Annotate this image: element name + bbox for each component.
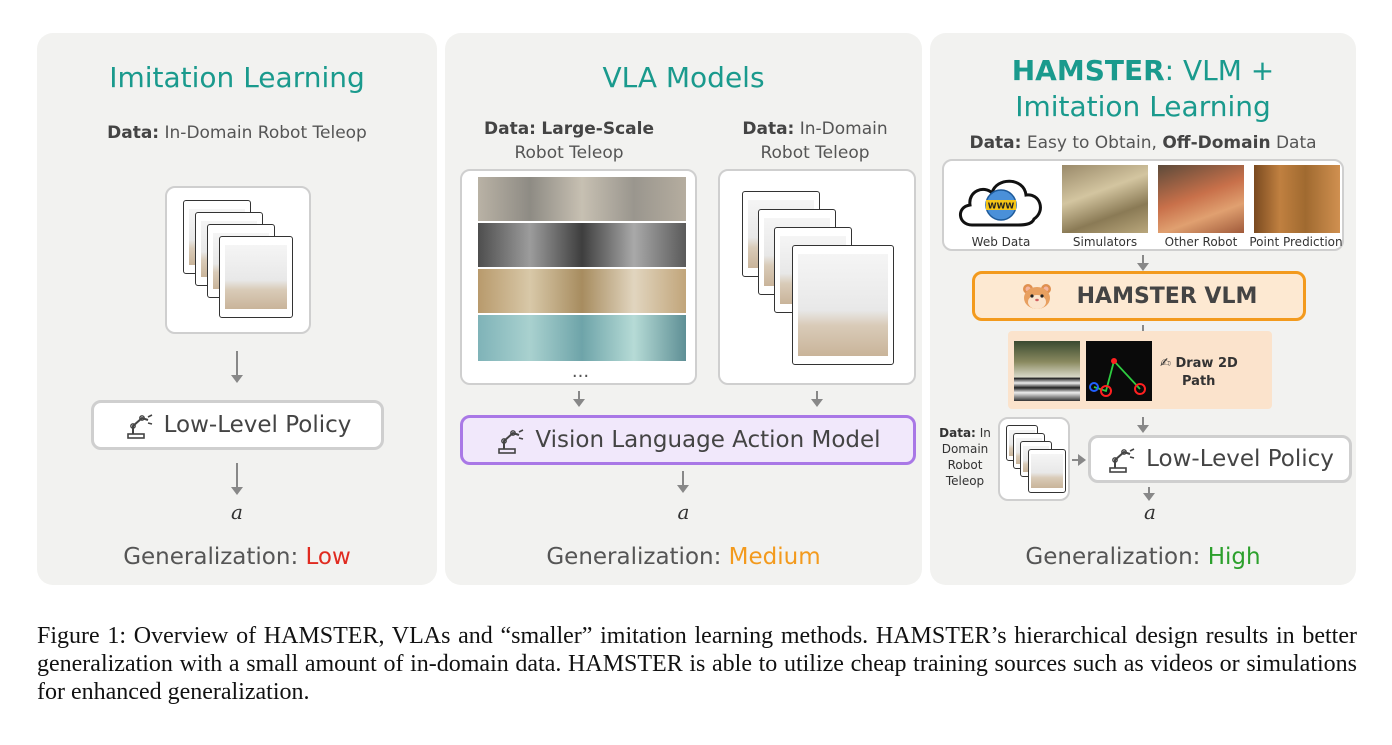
path-prediction-image	[1086, 341, 1152, 401]
action-variable: a	[231, 500, 243, 524]
source-label: Point Prediction	[1249, 235, 1343, 249]
cloud-www-icon: WWW	[959, 179, 1042, 227]
flow-arrow	[1137, 255, 1149, 271]
hamster-panel: HAMSTER: VLM + Imitation Learning Data: …	[930, 33, 1356, 585]
point-prediction-image	[1254, 165, 1340, 233]
data-description: Data: In-Domain Robot Teleop	[107, 123, 367, 143]
data-sources-card: WWW Web Data Simulators Other Robot Poin…	[942, 159, 1344, 251]
other-robot-image	[1158, 165, 1244, 233]
simulators-image	[1062, 165, 1148, 233]
flow-arrow	[231, 351, 243, 383]
flow-arrow	[1143, 487, 1155, 501]
in-domain-teleop-card	[998, 417, 1070, 501]
robot-arm-icon	[126, 414, 152, 439]
flow-arrow	[811, 391, 823, 407]
source-label: Web Data	[971, 235, 1031, 249]
draw-2d-path-label: ✍ Draw 2D Path	[1160, 356, 1238, 389]
generalization-rating: Generalization: Low	[123, 544, 351, 570]
web-data-image: WWW	[952, 167, 1050, 231]
panel-title: Imitation Learning	[109, 61, 365, 94]
writing-hand-icon: ✍	[1160, 356, 1171, 371]
flow-arrow	[573, 391, 585, 407]
in-domain-data-description: Data: In-Domain Robot Teleop	[742, 119, 888, 163]
action-variable: a	[1144, 500, 1156, 524]
hamster-vlm-box: HAMSTER VLM	[972, 271, 1306, 321]
flow-arrow	[231, 463, 243, 495]
hamster-icon	[1022, 284, 1051, 309]
flow-arrow	[677, 471, 689, 493]
action-variable: a	[677, 500, 690, 524]
panel-title: VLA Models	[602, 61, 765, 94]
large-scale-data-description: Data: Large-Scale Robot Teleop	[484, 119, 654, 163]
flow-arrow	[1137, 417, 1149, 433]
large-scale-image-grid: ...	[460, 169, 697, 385]
svg-text:WWW: WWW	[988, 202, 1015, 211]
robot-arm-icon	[1109, 448, 1135, 473]
generalization-rating: Generalization: Medium	[546, 544, 821, 570]
imitation-learning-panel: Imitation Learning Data: In-Domain Robot…	[37, 33, 437, 585]
data-description: Data: Easy to Obtain, Off-Domain Data	[969, 133, 1317, 153]
robot-arm-icon	[498, 429, 524, 454]
frame-image	[792, 245, 894, 365]
in-domain-data-description: Data: In Domain Robot Teleop	[939, 426, 991, 488]
frame-image	[219, 236, 293, 318]
generalization-rating: Generalization: High	[1025, 544, 1261, 570]
low-level-policy-box: Low-Level Policy	[91, 400, 384, 450]
low-level-policy-box: Low-Level Policy	[1088, 435, 1352, 483]
chessboard-image	[1014, 341, 1080, 401]
robot-teleop-grid-image	[478, 177, 686, 361]
vla-models-panel: VLA Models Data: Large-Scale Robot Teleo…	[445, 33, 922, 585]
more-indicator: ...	[571, 361, 590, 382]
in-domain-teleop-card	[718, 169, 916, 385]
vla-model-box: Vision Language Action Model	[460, 415, 916, 465]
flow-arrow	[1072, 454, 1086, 466]
source-label: Other Robot	[1164, 235, 1238, 249]
panel-title: HAMSTER: VLM + Imitation Learning	[1011, 54, 1275, 123]
frame-image	[1028, 449, 1066, 493]
figure-caption: Figure 1: Overview of HAMSTER, VLAs and …	[37, 623, 1357, 705]
draw-path-panel: ✍ Draw 2D Path	[1008, 331, 1272, 409]
source-label: Simulators	[1072, 235, 1138, 249]
teleop-frames-card	[165, 186, 311, 334]
